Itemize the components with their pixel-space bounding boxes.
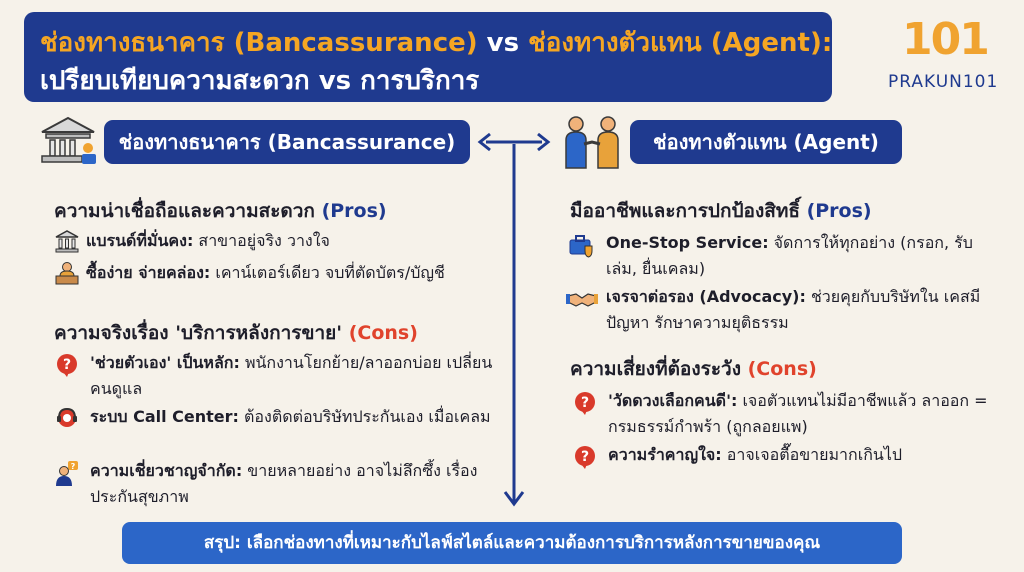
bank-cons-item: ระบบ Call Center: ต้องติดต่อบริษัทประกัน… xyxy=(90,404,502,430)
bank-cons-heading: ความจริงเรื่อง 'บริการหลังการขาย' (Cons) xyxy=(54,318,418,348)
bank-building-icon xyxy=(41,116,96,164)
bank-cons-item-bold: ความเชี่ยวชาญจำกัด: xyxy=(90,461,243,480)
bank-pros-item-bold: ซื้อง่าย จ่ายคล่อง: xyxy=(86,263,211,282)
agent-cons-item-bold: 'วัดดวงเลือกคนดี': xyxy=(608,391,738,410)
agent-pros-item: One-Stop Service: จัดการให้ทุกอย่าง (กรอ… xyxy=(606,230,996,282)
question-icon: ? xyxy=(575,392,595,415)
agent-pros-heading: มืออาชีพและการปกป้องสิทธิ์ (Pros) xyxy=(570,196,872,226)
svg-text:?: ? xyxy=(581,449,589,465)
bank-cons-item: 'ช่วยตัวเอง' เป็นหลัก: พนักงานโยกย้าย/ลา… xyxy=(90,350,502,402)
agent-pros-item: เจรจาต่อรอง (Advocacy): ช่วยคุยกับบริษัท… xyxy=(606,284,996,336)
agent-pros-item-bold: One-Stop Service: xyxy=(606,233,769,252)
question-icon: ? xyxy=(575,446,595,469)
agent-cons-item: 'วัดดวงเลือกคนดี': เจอตัวแทนไม่มีอาชีพแล… xyxy=(608,388,998,440)
bank-cons-item-text: พนักงานโยกย้าย/ลาออกบ่อย เปลี่ยนคนดูแล xyxy=(90,353,493,398)
bank-pros-item-bold: แบรนด์ที่มั่นคง: xyxy=(86,231,194,250)
question-icon: ? xyxy=(57,354,77,377)
summary-banner: สรุป: เลือกช่องทางที่เหมาะกับไลฟ์สไตล์แล… xyxy=(122,522,902,564)
agent-pros-item-bold: เจรจาต่อรอง (Advocacy): xyxy=(606,287,806,306)
down-arrow-icon xyxy=(503,144,525,507)
handshake-icon xyxy=(566,293,598,307)
title-banner: ช่องทางธนาคาร (Bancassurance) vs ช่องทาง… xyxy=(24,12,832,102)
title-agent-part: ช่องทางตัวแทน (Agent): xyxy=(528,28,833,58)
agent-pros-item-text: จัดการให้ทุกอย่าง (กรอก, รับเล่ม, ยื่นเค… xyxy=(606,233,973,278)
logo-text: PRAKUN101 xyxy=(888,72,999,92)
double-arrow-icon xyxy=(477,132,551,152)
title-line-1: ช่องทางธนาคาร (Bancassurance) vs ช่องทาง… xyxy=(40,22,832,63)
bank-pros-item-text: เคาน์เตอร์เดียว จบที่ตัดบัตร/บัญชี xyxy=(210,263,445,282)
handshake-people-icon xyxy=(565,116,619,169)
bank-pros-heading-text: ความน่าเชื่อถือและความสะดวก xyxy=(54,200,315,222)
bank-cons-tag: (Cons) xyxy=(348,322,418,344)
title-line-2: เปรียบเทียบความสะดวก vs การบริการ xyxy=(40,66,480,96)
bank-cons-item: ความเชี่ยวชาญจำกัด: ขายหลายอย่าง อาจไม่ล… xyxy=(90,458,502,510)
agent-pros-heading-text: มืออาชีพและการปกป้องสิทธิ์ xyxy=(570,200,800,222)
bank-cons-item-text: ต้องติดต่อบริษัทประกันเอง เมื่อเคลม xyxy=(238,407,491,426)
agent-cons-item-text: อาจเจอตื๊อขายมากเกินไป xyxy=(721,445,903,464)
title-bank-part: ช่องทางธนาคาร (Bancassurance) xyxy=(40,28,478,58)
bank-icon xyxy=(55,230,79,253)
bank-cons-item-text: ขายหลายอย่าง อาจไม่ลึกซึ้ง เรื่องประกันส… xyxy=(90,461,478,506)
agent-cons-item: ความรำคาญใจ: อาจเจอตื๊อขายมากเกินไป xyxy=(608,442,998,468)
svg-text:?: ? xyxy=(581,395,589,411)
logo-number: 101 xyxy=(902,14,990,65)
bank-cons-item-bold: 'ช่วยตัวเอง' เป็นหลัก: xyxy=(90,353,240,372)
agent-cons-tag: (Cons) xyxy=(747,358,817,380)
bank-pros-tag: (Pros) xyxy=(321,200,387,222)
title-vs: vs xyxy=(477,28,529,58)
svg-text:?: ? xyxy=(63,357,71,373)
counter-staff-icon xyxy=(55,262,79,285)
bank-pros-item: แบรนด์ที่มั่นคง: สาขาอยู่จริง วางใจ xyxy=(86,228,506,254)
bank-pros-item-text: สาขาอยู่จริง วางใจ xyxy=(193,231,330,250)
svg-text:?: ? xyxy=(71,462,76,471)
prakun-logo: 101 PRAKUN101 xyxy=(888,14,1008,104)
briefcase-shield-icon xyxy=(569,235,593,258)
agent-cons-heading-text: ความเสี่ยงที่ต้องระวัง xyxy=(570,358,741,380)
bank-pros-heading: ความน่าเชื่อถือและความสะดวก (Pros) xyxy=(54,196,387,226)
agent-channel-pill: ช่องทางตัวแทน (Agent) xyxy=(630,120,902,164)
headset-icon xyxy=(57,407,77,427)
confused-person-icon: ? xyxy=(56,461,78,486)
bank-cons-item-bold: ระบบ Call Center: xyxy=(90,407,239,426)
agent-pros-tag: (Pros) xyxy=(806,200,872,222)
agent-pros-item-text: ช่วยคุยกับบริษัทใน เคสมีปัญหา รักษาความย… xyxy=(606,287,981,332)
bank-channel-pill: ช่องทางธนาคาร (Bancassurance) xyxy=(104,120,470,164)
agent-cons-heading: ความเสี่ยงที่ต้องระวัง (Cons) xyxy=(570,354,817,384)
bank-pros-item: ซื้อง่าย จ่ายคล่อง: เคาน์เตอร์เดียว จบที… xyxy=(86,260,506,286)
agent-cons-item-text: เจอตัวแทนไม่มีอาชีพแล้ว ลาออก = กรมธรรม์… xyxy=(608,391,988,436)
agent-cons-item-bold: ความรำคาญใจ: xyxy=(608,445,722,464)
bank-cons-heading-text: ความจริงเรื่อง 'บริการหลังการขาย' xyxy=(54,322,343,344)
